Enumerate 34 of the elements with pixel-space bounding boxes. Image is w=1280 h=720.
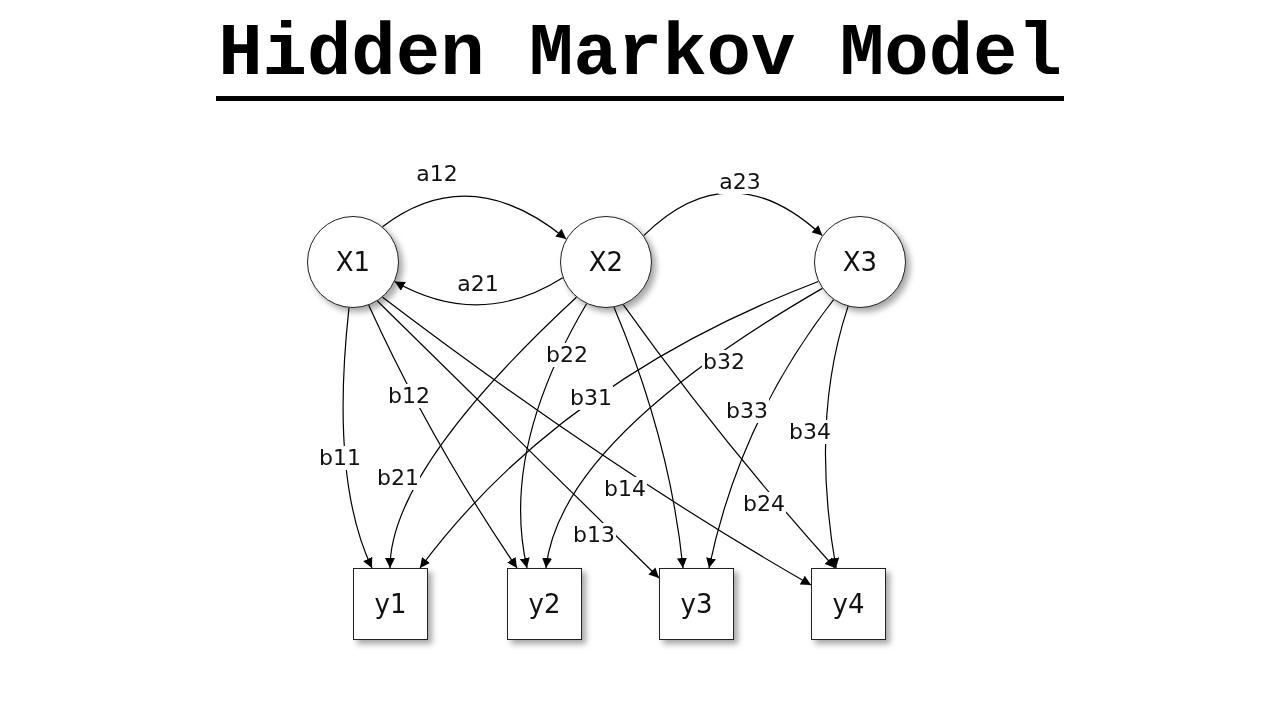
arrow — [706, 299, 835, 569]
observation-box — [507, 568, 582, 640]
edge-label: a23 — [718, 170, 762, 194]
arrow — [542, 287, 823, 569]
arrow — [381, 195, 567, 240]
arrow — [342, 307, 373, 569]
node-label: y3 — [680, 590, 713, 618]
arrow — [381, 296, 812, 586]
arrow — [368, 304, 518, 569]
arrow — [613, 306, 687, 569]
arrow — [419, 280, 819, 569]
observation-box — [659, 568, 734, 640]
edge-label: b33 — [725, 399, 769, 423]
edge-label: b12 — [387, 384, 431, 408]
observation-box — [811, 568, 886, 640]
edge-label: b31 — [569, 386, 613, 410]
observation-box — [353, 568, 428, 640]
node-label: y4 — [832, 590, 865, 618]
arrow — [385, 296, 578, 569]
edge-label: b34 — [788, 420, 832, 444]
arrow — [376, 300, 660, 579]
node-label: X2 — [588, 248, 624, 276]
edge-label: b21 — [376, 466, 420, 490]
arrow — [520, 303, 588, 569]
edge-label: b11 — [318, 446, 362, 470]
arrow — [394, 277, 564, 306]
edge-label: b22 — [545, 343, 589, 367]
arrow — [622, 304, 836, 569]
title: Hidden Markov Model — [216, 14, 1064, 101]
node-label: X3 — [842, 248, 878, 276]
node-label: y1 — [374, 590, 407, 618]
node-label: y2 — [528, 590, 561, 618]
edge-label: b24 — [742, 492, 786, 516]
node-label: X1 — [335, 248, 371, 276]
